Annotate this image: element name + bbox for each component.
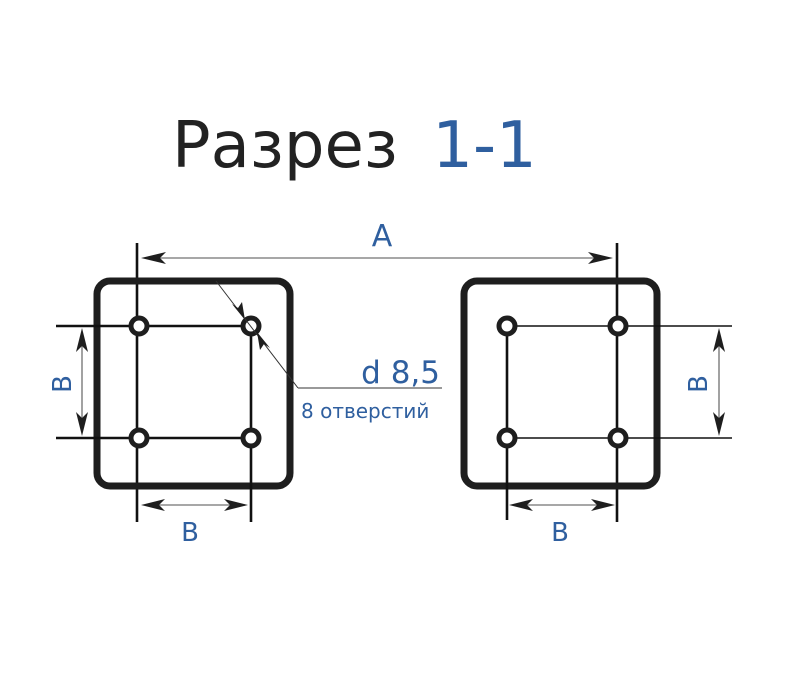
arrow-down-icon <box>76 412 88 436</box>
right-plate-outline <box>460 277 661 490</box>
bolt-hole-icon <box>240 427 262 449</box>
arrow-up-icon <box>76 328 88 352</box>
leader-line <box>215 280 299 389</box>
bolt-hole-icon <box>607 315 629 337</box>
dimension-a-label: A <box>372 219 393 254</box>
hole-diameter-label: d 8,5 <box>361 355 440 391</box>
arrow-down-icon <box>713 412 725 436</box>
left-plate: B B <box>48 277 294 548</box>
arrow-right-icon <box>588 252 613 264</box>
right-plate: B B <box>460 277 732 548</box>
bolt-hole-icon <box>607 427 629 449</box>
right-vertical-b-label: B <box>684 375 714 393</box>
bolt-hole-icon <box>128 315 150 337</box>
section-title: Разрез 1-1 <box>172 109 537 183</box>
hole-callout: d 8,5 8 отверстий <box>215 280 442 423</box>
left-horizontal-b-label: B <box>181 518 199 548</box>
title-prefix: Разрез <box>172 109 398 183</box>
arrow-right-icon <box>224 499 248 511</box>
left-vertical-b-label: B <box>48 375 78 393</box>
bolt-hole-icon <box>496 315 518 337</box>
diameter-arrow-icon <box>232 302 245 320</box>
arrow-left-icon <box>509 499 533 511</box>
arrow-up-icon <box>713 328 725 352</box>
bolt-hole-icon <box>128 427 150 449</box>
arrow-left-icon <box>141 499 165 511</box>
diameter-arrow-icon <box>257 332 270 350</box>
arrow-left-icon <box>141 252 166 264</box>
hole-count-label: 8 отверстий <box>301 399 429 423</box>
title-section-number: 1-1 <box>432 109 537 183</box>
bolt-hole-icon <box>496 427 518 449</box>
arrow-right-icon <box>591 499 615 511</box>
dimension-a: A <box>135 219 619 522</box>
right-horizontal-b-label: B <box>551 518 569 548</box>
left-plate-outline <box>93 277 294 490</box>
